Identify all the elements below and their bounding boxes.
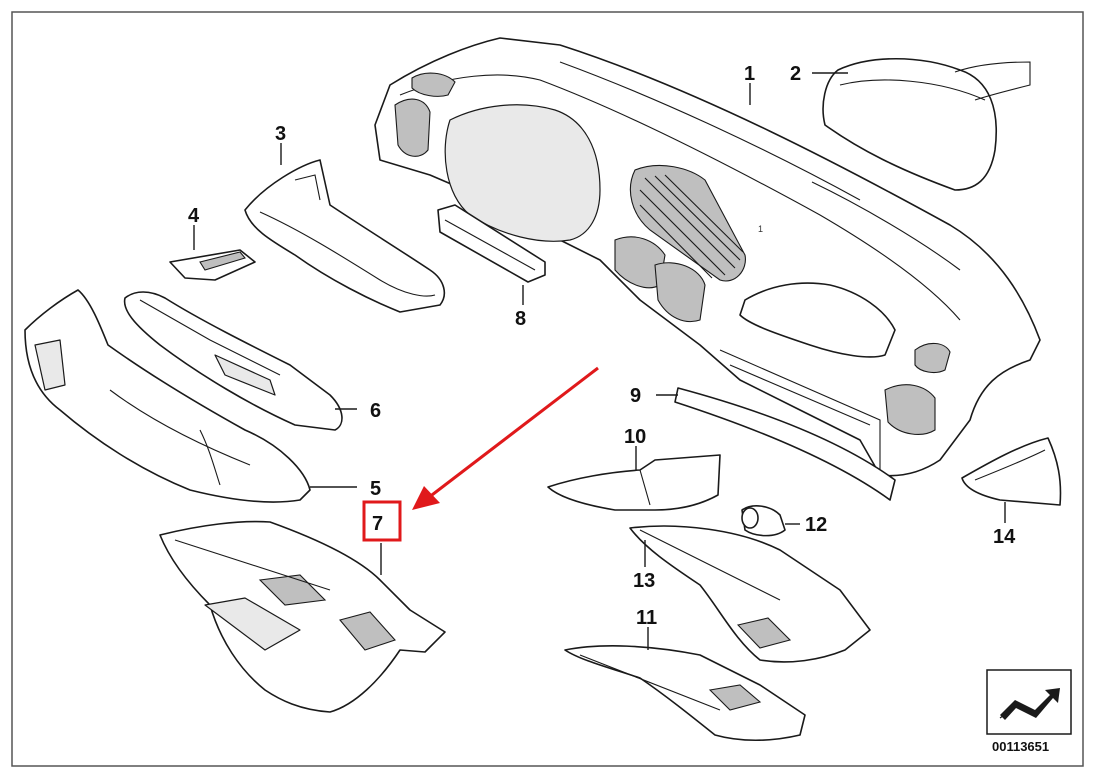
- callout-6: 6: [370, 400, 381, 422]
- callout-2: 2: [790, 63, 801, 85]
- trim-panel-3[interactable]: [244, 159, 446, 313]
- trim-panel-10[interactable]: [547, 454, 721, 511]
- highlight-box: [362, 500, 402, 542]
- floor-panel-11[interactable]: [564, 645, 806, 742]
- trim-panel-5[interactable]: [24, 289, 311, 503]
- callout-9: 9: [630, 385, 641, 407]
- callout-8: 8: [515, 308, 526, 330]
- floor-panel-7[interactable]: [159, 520, 446, 713]
- dashboard-part[interactable]: 1: [374, 37, 1041, 477]
- callout-12: 12: [805, 514, 827, 536]
- callout-3: 3: [275, 123, 286, 145]
- callout-10: 10: [624, 426, 646, 448]
- exchange-arrow-icon: [986, 669, 1072, 735]
- part-12[interactable]: [741, 505, 786, 537]
- red-arrow-pointer: [412, 366, 599, 510]
- callout-7: 7: [372, 513, 383, 535]
- callout-labels: 1 2 3 4 5 6 7 8 9 10 11 12 13 14: [188, 63, 1016, 629]
- dashboard-mark: 1: [758, 224, 763, 234]
- callout-11: 11: [636, 607, 657, 629]
- floor-panel-13[interactable]: [629, 525, 871, 663]
- callout-13: 13: [633, 570, 655, 592]
- callout-14: 14: [993, 526, 1016, 548]
- callout-4: 4: [188, 205, 200, 227]
- trim-strip-9[interactable]: [674, 387, 896, 501]
- bracket-part-8[interactable]: [437, 204, 546, 283]
- airbag-cover-part[interactable]: [822, 57, 1031, 191]
- diagram-frame: [11, 11, 1084, 767]
- diagram-id: 00113651: [992, 739, 1049, 754]
- leader-lines: [193, 72, 1006, 650]
- trim-panel-6[interactable]: [123, 291, 343, 431]
- callout-5: 5: [370, 478, 381, 500]
- bracket-part-4[interactable]: [169, 249, 256, 281]
- callout-1: 1: [744, 63, 755, 85]
- cover-part-14[interactable]: [961, 437, 1062, 506]
